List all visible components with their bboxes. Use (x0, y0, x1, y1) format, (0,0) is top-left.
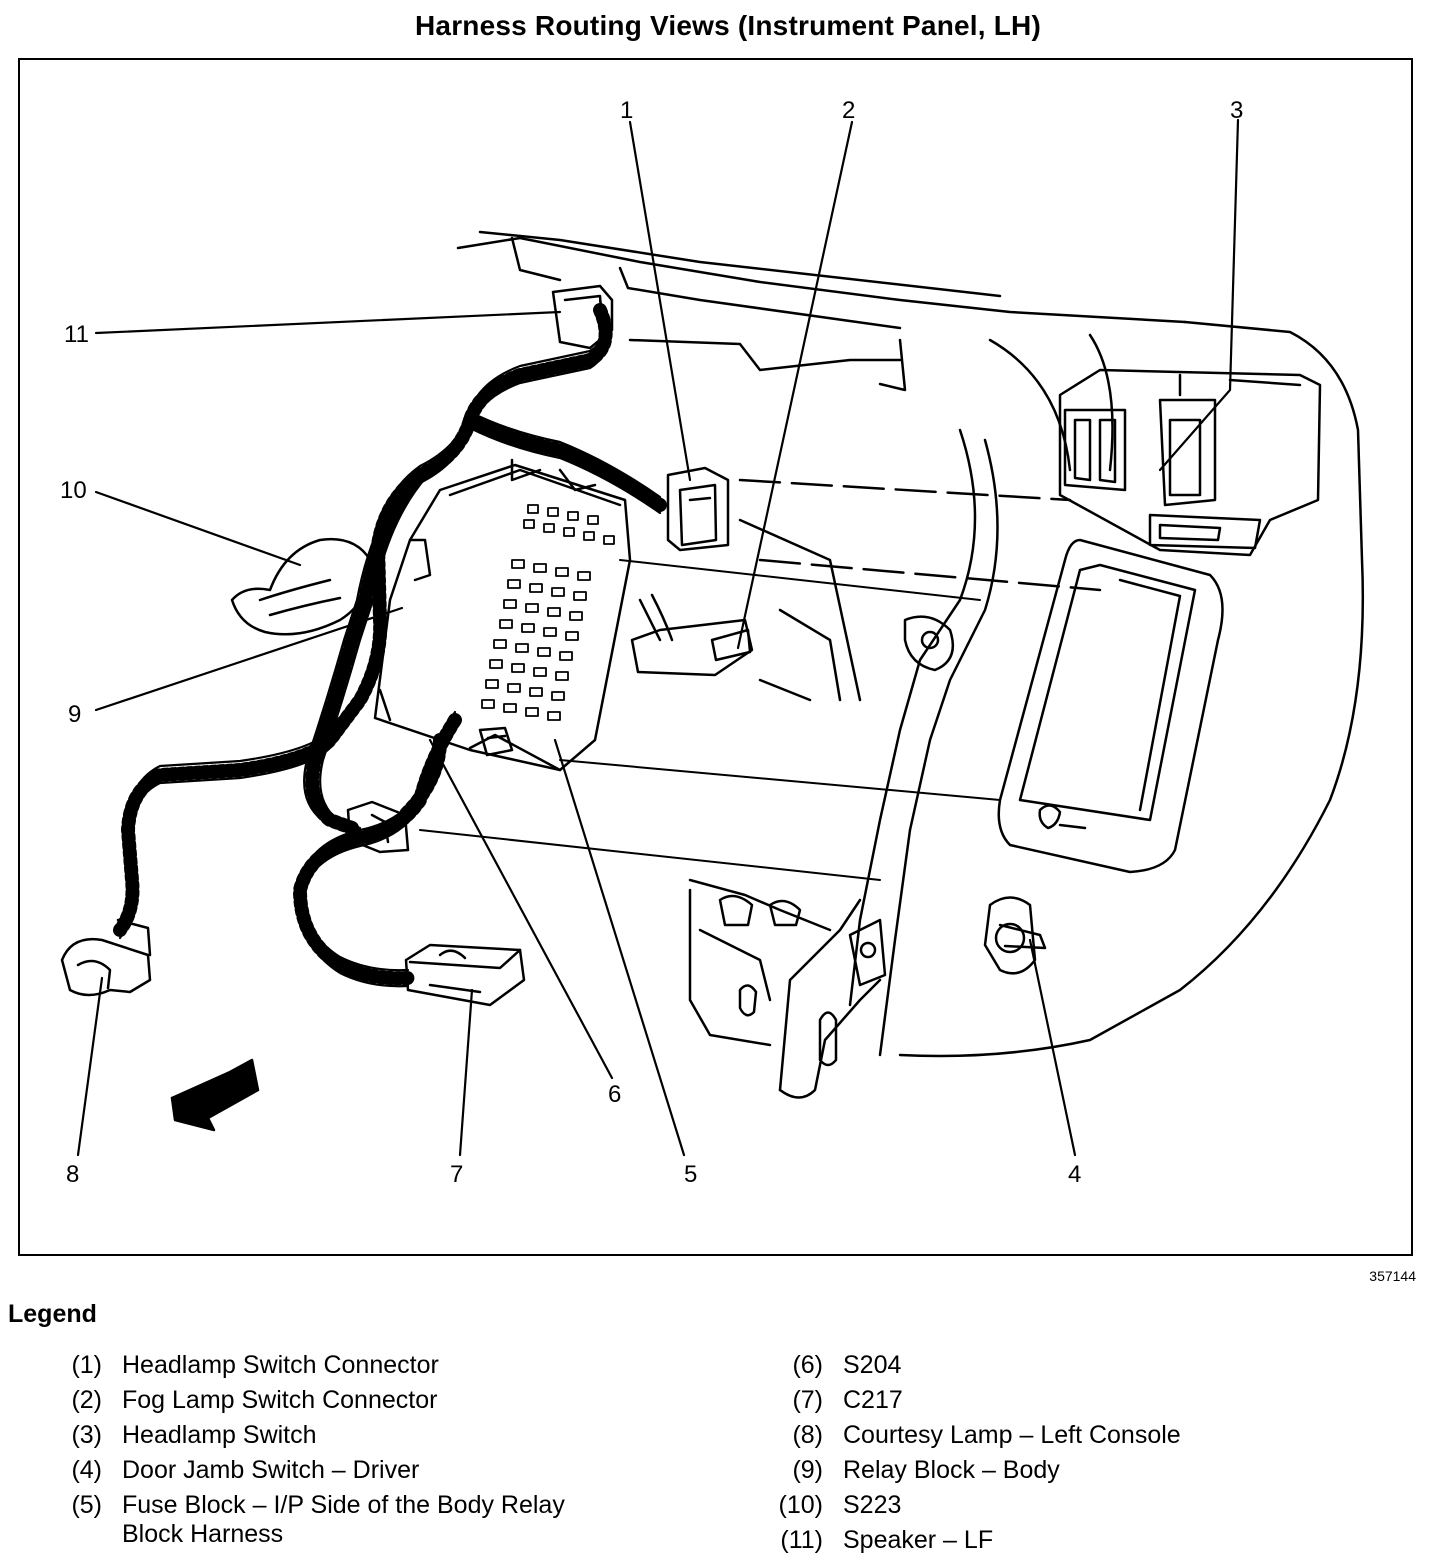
legend-number: (7) (792, 1386, 823, 1414)
legend-item: (10) S223 (735, 1488, 1435, 1523)
legend-text: S223 (843, 1491, 902, 1519)
legend-number: (1) (71, 1351, 102, 1379)
legend-item: (8) Courtesy Lamp – Left Console (735, 1418, 1435, 1453)
callout-3: 3 (1230, 97, 1243, 124)
legend-number: (5) (71, 1491, 102, 1519)
diagram-frame (18, 58, 1413, 1256)
legend-text: Headlamp Switch Connector (122, 1351, 439, 1379)
callout-1: 1 (620, 97, 633, 124)
legend-column-right: (6) S204 (7) C217 (8) Courtesy Lamp – Le… (735, 1348, 1435, 1558)
legend-column-left: (1) Headlamp Switch Connector (2) Fog La… (0, 1348, 700, 1549)
legend-number: (8) (792, 1421, 823, 1449)
callout-9: 9 (68, 701, 81, 728)
callout-11: 11 (64, 321, 89, 348)
legend-text: Headlamp Switch (122, 1421, 317, 1449)
legend-number: (6) (792, 1351, 823, 1379)
harness-illustration: 1 2 3 4 5 6 7 8 9 10 11 (60, 97, 1365, 1188)
legend-item: (2) Fog Lamp Switch Connector (0, 1383, 700, 1418)
diagram-title: Harness Routing Views (Instrument Panel,… (415, 10, 1041, 41)
legend-text: S204 (843, 1351, 902, 1379)
callout-2: 2 (842, 97, 855, 124)
callout-6: 6 (608, 1081, 621, 1108)
legend-item: (3) Headlamp Switch (0, 1418, 700, 1453)
legend-text: Speaker – LF (843, 1526, 994, 1554)
legend-number: (11) (780, 1526, 823, 1554)
leader-lines (76, 118, 1240, 1157)
callout-10: 10 (60, 477, 87, 504)
legend-text: Courtesy Lamp – Left Console (843, 1421, 1181, 1449)
callout-5: 5 (684, 1161, 697, 1188)
callout-4: 4 (1068, 1161, 1081, 1188)
legend-number: (4) (71, 1456, 102, 1484)
instrument-panel-outline (60, 230, 1365, 1132)
legend-text: Fog Lamp Switch Connector (122, 1386, 438, 1414)
legend-item: (11) Speaker – LF (735, 1523, 1435, 1558)
legend-text: Relay Block – Body (843, 1456, 1060, 1484)
callout-8: 8 (66, 1161, 79, 1188)
legend-item: (5) Fuse Block – I/P Side of the Body Re… (0, 1488, 700, 1549)
legend-number: (3) (71, 1421, 102, 1449)
callout-7: 7 (450, 1161, 463, 1188)
legend-heading: Legend (8, 1300, 97, 1328)
legend-text: C217 (843, 1386, 903, 1414)
legend-item: (4) Door Jamb Switch – Driver (0, 1453, 700, 1488)
legend-item: (1) Headlamp Switch Connector (0, 1348, 700, 1383)
figure-id: 357144 (1369, 1268, 1416, 1284)
legend-item: (7) C217 (735, 1383, 1435, 1418)
wire-harness (113, 303, 667, 986)
legend-item: (6) S204 (735, 1348, 1435, 1383)
legend-item: (9) Relay Block – Body (735, 1453, 1435, 1488)
legend-number: (9) (792, 1456, 823, 1484)
legend-text: Fuse Block – I/P Side of the Body Relay … (122, 1491, 565, 1548)
legend-number: (2) (71, 1386, 102, 1414)
legend-number: (10) (778, 1491, 823, 1519)
legend-text: Door Jamb Switch – Driver (122, 1456, 420, 1484)
callout-labels: 1 2 3 4 5 6 7 8 9 10 11 (60, 97, 1243, 1188)
